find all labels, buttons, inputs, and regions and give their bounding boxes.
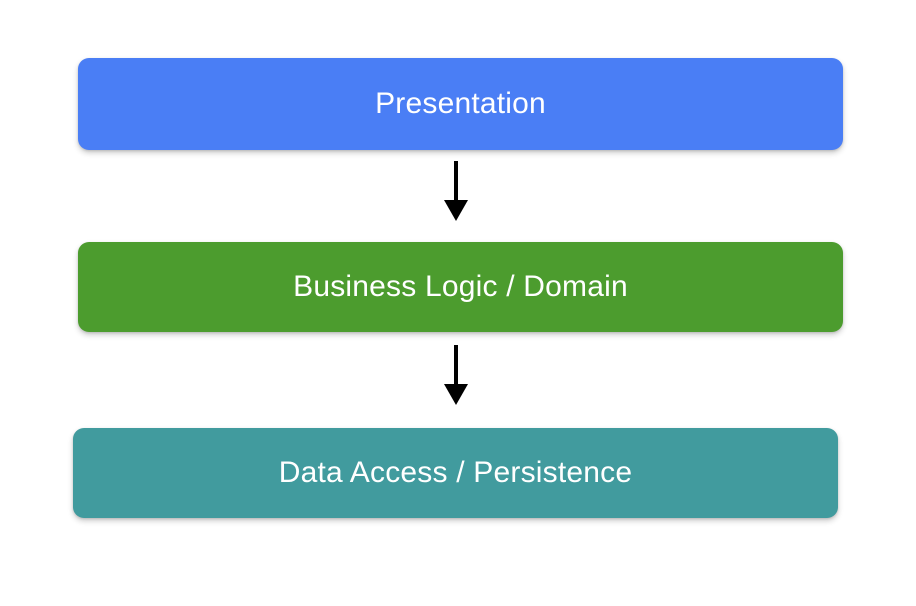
arrow-down-icon-presentation-to-business [428, 158, 484, 224]
arrow-down-icon-business-to-data [428, 342, 484, 408]
layer-label-presentation: Presentation [375, 87, 546, 120]
layer-box-business-logic[interactable]: Business Logic / Domain [78, 242, 843, 332]
layer-label-business-logic: Business Logic / Domain [293, 270, 628, 303]
layer-box-presentation[interactable]: Presentation [78, 58, 843, 150]
layer-box-data-access[interactable]: Data Access / Persistence [73, 428, 838, 518]
layer-label-data-access: Data Access / Persistence [278, 456, 633, 489]
